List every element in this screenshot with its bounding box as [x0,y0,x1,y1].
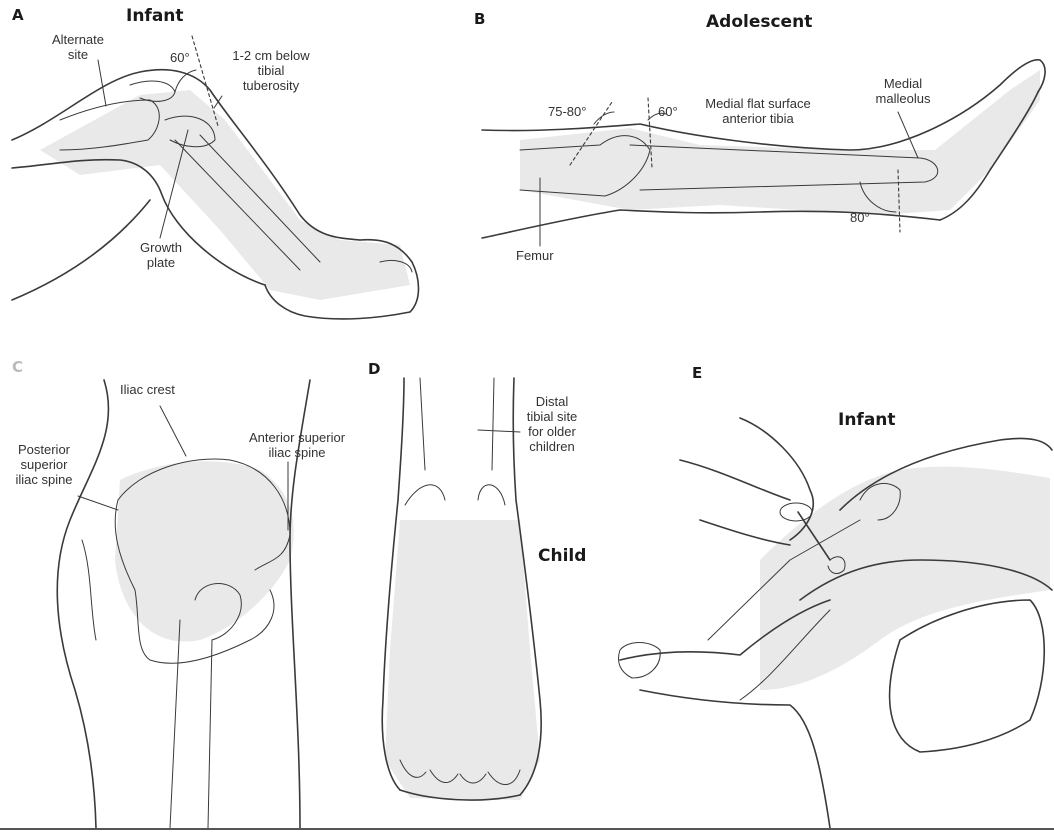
label-b-angle-75-80: 75-80° [548,104,586,119]
label-alternate-site: Alternate site [38,32,118,62]
panel-d-letter: D [368,360,380,378]
label-medial-malleolus: Medial malleolus [860,76,946,106]
label-femur: Femur [516,248,554,263]
label-b-angle-60: 60° [658,104,678,119]
panel-d-heading: Child [538,546,586,566]
panel-e-hands-drawing [619,418,1053,828]
panel-c-letter: C [12,358,23,376]
bottom-border [0,828,1054,830]
panel-b-heading: Adolescent [706,12,812,32]
panel-a-letter: A [12,6,24,24]
panel-a-heading: Infant [126,6,184,26]
label-below-tibial-tuberosity: 1-2 cm below tibial tuberosity [216,48,326,93]
label-b-angle-80: 80° [850,210,870,225]
label-a-angle-60: 60° [170,50,190,65]
panel-b-leg-drawing [482,60,1045,246]
label-posterior-superior-iliac-spine: Posterior superior iliac spine [6,442,82,487]
label-medial-flat-surface: Medial flat surface anterior tibia [690,96,826,126]
label-growth-plate: Growth plate [128,240,194,270]
label-anterior-superior-iliac-spine: Anterior superior iliac spine [232,430,362,460]
panel-b-letter: B [474,10,485,28]
label-distal-tibial-site: Distal tibial site for older children [512,394,592,454]
label-iliac-crest: Iliac crest [120,382,175,397]
panel-e-heading: Infant [838,410,896,430]
panel-e-letter: E [692,364,702,382]
